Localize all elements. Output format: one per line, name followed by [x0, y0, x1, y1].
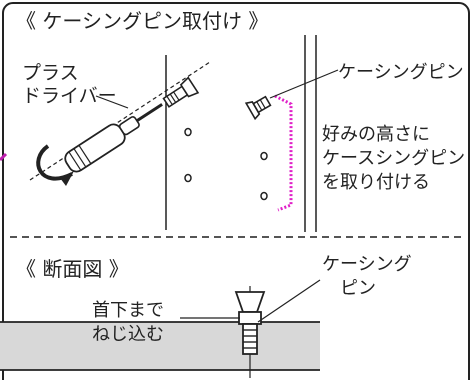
- note-line3: を取り付ける: [322, 172, 430, 193]
- insert-label-line1: 首下まで: [92, 300, 164, 321]
- leader-pin-bottom: [257, 279, 321, 323]
- hole-left-2: [184, 173, 192, 183]
- pin-on-driver: [162, 76, 200, 108]
- insertion-axis: [29, 61, 211, 181]
- tool-label-line2: ドライバー: [22, 85, 117, 107]
- pin-label-bottom-line1: ケーシング: [322, 254, 412, 275]
- note-line2: ケースシングピン: [322, 148, 466, 169]
- height-range-bracket: [274, 94, 293, 212]
- hole-right-2: [260, 191, 268, 201]
- board-section: [0, 322, 320, 370]
- hole-right-1: [260, 151, 268, 161]
- rotation-arrow-head: [60, 171, 74, 186]
- pin-label-bottom-line2: ピン: [340, 278, 376, 299]
- screwdriver-shape: [64, 103, 163, 173]
- top-section-title: 《 ケーシングピン取付け 》: [16, 9, 269, 33]
- leader-tool: [95, 95, 129, 109]
- insert-label-line2: ねじ込む: [92, 324, 164, 345]
- installed-pin: [244, 95, 272, 121]
- note-line1: 好みの高さに: [322, 124, 430, 145]
- leader-pin-top: [269, 69, 339, 99]
- pin-label-top: ケーシングピン: [338, 62, 464, 83]
- bottom-section-title: 《 断面図 》: [16, 257, 129, 281]
- tool-label-line1: プラス: [22, 62, 79, 84]
- hole-left-1: [184, 127, 192, 137]
- pin-cross-section: [234, 291, 266, 355]
- rotation-accent: [0, 152, 8, 162]
